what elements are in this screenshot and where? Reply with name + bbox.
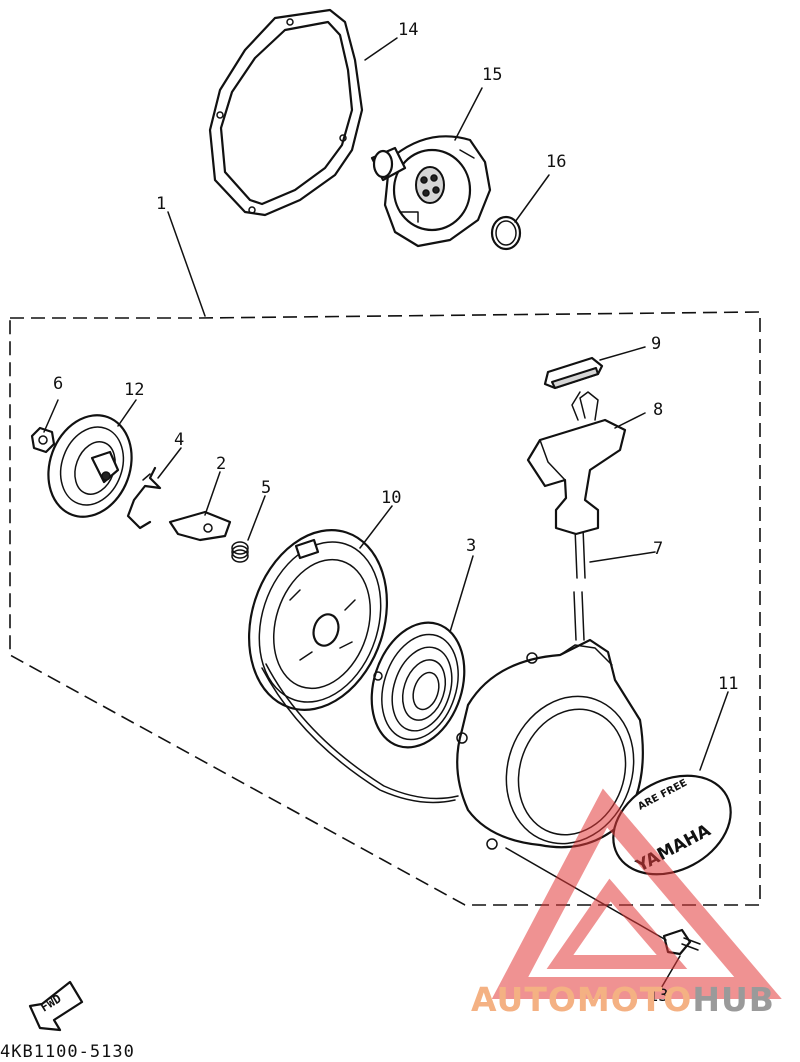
callout-12: 12: [124, 380, 145, 400]
callout-2: 2: [216, 454, 227, 474]
callout-8: 8: [653, 400, 664, 420]
callout-4: 4: [174, 430, 185, 450]
watermark-logo: [491, 788, 782, 999]
callout-3: 3: [466, 536, 477, 556]
callout-7: 7: [653, 539, 664, 559]
callout-15: 15: [482, 65, 503, 85]
part-7-rope: [261, 527, 586, 804]
part-6-nut: [30, 426, 56, 454]
callout-9: 9: [651, 334, 662, 354]
leader-lines: [43, 37, 729, 991]
callout-10: 10: [381, 488, 402, 508]
callout-13: 13: [648, 986, 669, 1006]
part-16-o-ring: [490, 215, 522, 251]
callout-6: 6: [53, 374, 64, 394]
part-number: 4KB1100-5130: [0, 1042, 135, 1062]
callout-11: 11: [718, 674, 739, 694]
watermark-brand-part1: AUTOMOTO: [471, 980, 693, 1019]
watermark-brand-part2: HUB: [692, 980, 775, 1019]
fwd-arrow: [28, 980, 84, 1032]
callout-16: 16: [546, 152, 567, 172]
part-12-friction-plate: [47, 414, 133, 518]
part-3-recoil-spring: [370, 621, 466, 749]
watermark-brand: AUTOMOTOHUB: [471, 980, 775, 1019]
callout-5: 5: [261, 478, 272, 498]
assembly-boundary: [9, 311, 761, 906]
callout-1: 1: [156, 194, 167, 214]
part-15-drive-plate: [370, 135, 492, 248]
part-2-pawl: [168, 510, 232, 542]
part-8-handle: [526, 391, 627, 536]
part-11-case: [456, 638, 644, 850]
part-10-sheave: [247, 529, 389, 711]
part-9-handle-cap: [543, 356, 604, 390]
callout-14: 14: [398, 20, 419, 40]
part-4-spring-clip: [126, 466, 162, 530]
part-14-gasket: [208, 8, 364, 217]
part-5-spring: [231, 541, 249, 563]
